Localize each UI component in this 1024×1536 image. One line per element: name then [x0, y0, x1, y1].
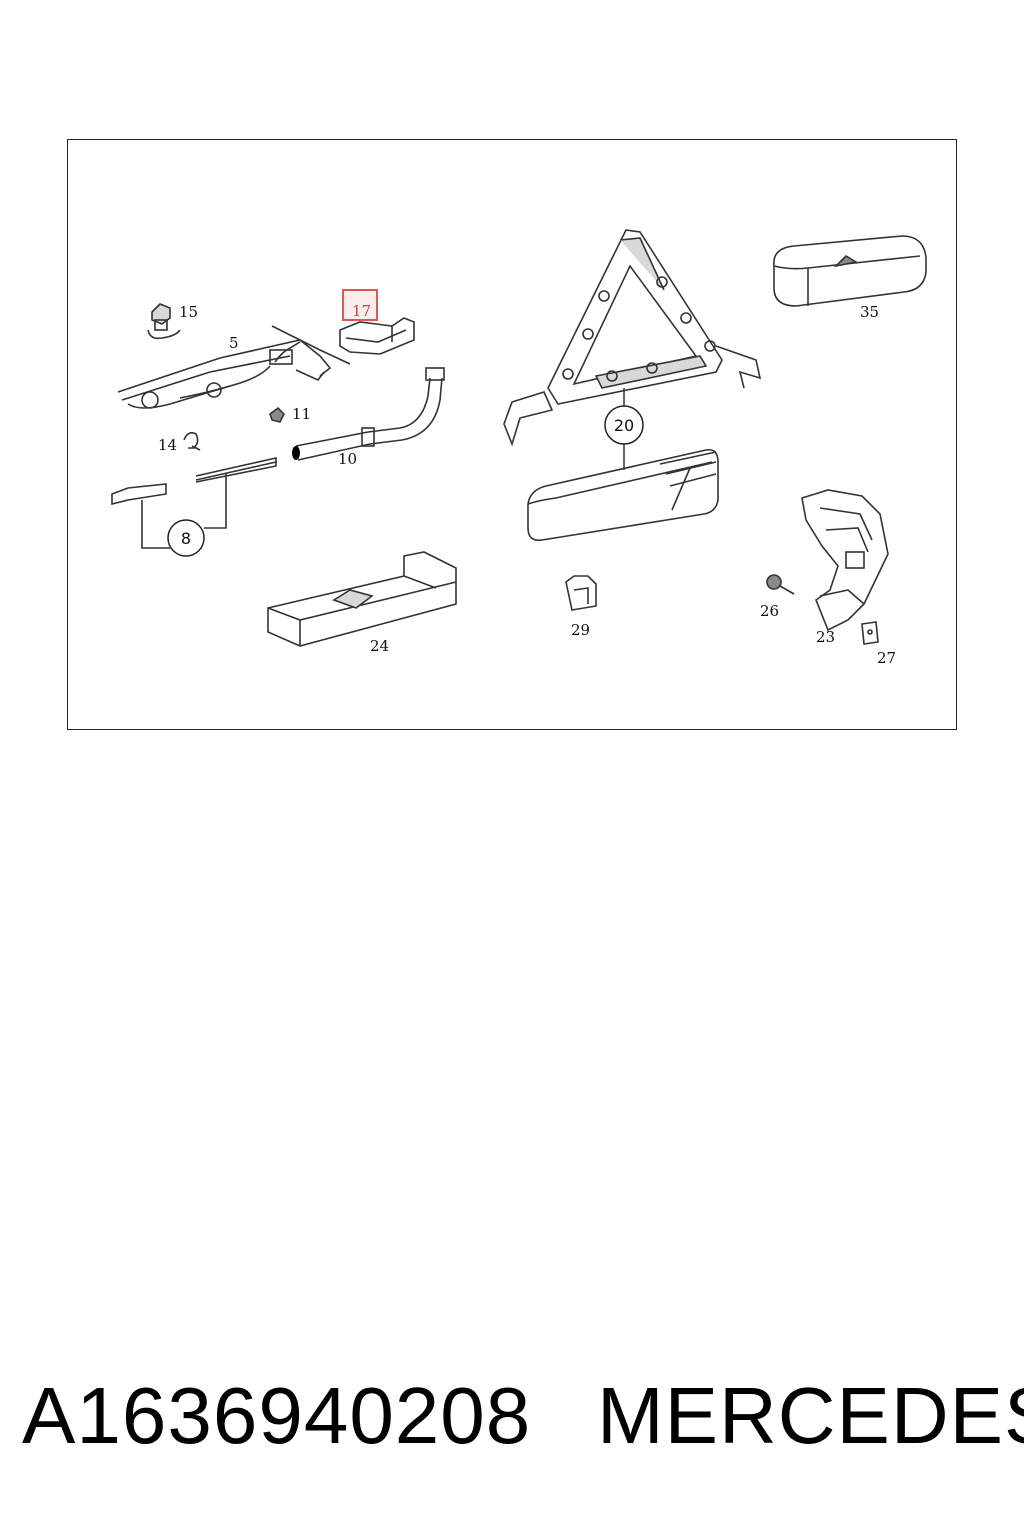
part-8-tools	[111, 457, 277, 549]
diagram-frame	[67, 139, 957, 730]
part-23-holder	[801, 489, 889, 632]
callout-circle-8	[167, 519, 205, 557]
label-27: 27	[877, 649, 896, 667]
label-15: 15	[179, 303, 198, 321]
part-14-clip	[183, 432, 201, 451]
label-20: 20	[614, 416, 634, 435]
label-8: 8	[181, 529, 191, 548]
label-26: 26	[760, 602, 779, 620]
highlight-box-17	[342, 289, 378, 321]
part-15-nut	[147, 303, 181, 340]
part-20-case	[527, 448, 719, 542]
parts-diagram: 15 5 17 11 14 10 8 20 24 29 26 23 27 35	[111, 229, 927, 667]
label-29: 29	[571, 621, 590, 639]
label-24: 24	[370, 637, 389, 655]
part-20-warning-triangle	[503, 229, 762, 447]
brand-name: MERCEDES	[597, 1371, 1024, 1460]
label-10: 10	[338, 450, 357, 468]
callout-circle-20	[604, 405, 644, 445]
part-27-clip	[861, 621, 879, 645]
part-17-bracket	[339, 317, 415, 355]
part-11-clip	[269, 406, 285, 423]
label-11: 11	[292, 405, 311, 423]
part-number: A1636940208	[22, 1371, 532, 1460]
label-17: 17	[352, 302, 371, 320]
part-26-screw	[766, 574, 795, 595]
label-35: 35	[860, 303, 879, 321]
footer-caption: A1636940208 MERCEDES	[0, 1370, 1024, 1470]
label-5: 5	[229, 334, 239, 352]
label-14: 14	[158, 436, 177, 454]
part-24-tray	[267, 551, 457, 647]
label-23: 23	[816, 628, 835, 646]
part-29-clip	[565, 575, 597, 611]
part-5-jack	[117, 325, 351, 409]
part-10-lever	[292, 367, 445, 461]
part-35-pouch	[773, 235, 927, 307]
